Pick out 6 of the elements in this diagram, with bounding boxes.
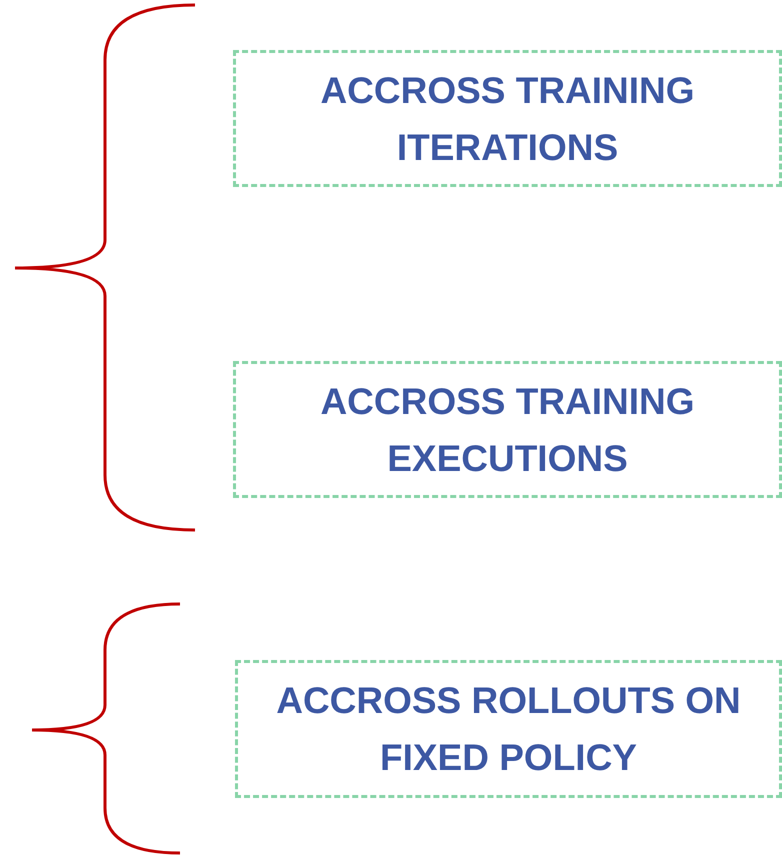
dashed-box	[233, 361, 782, 498]
dashed-box	[233, 50, 782, 187]
box-label: ACCROSS ROLLOUTS ON FIXED POLICY	[275, 679, 742, 780]
box-label: ACCROSS TRAINING ITERATIONS	[319, 68, 696, 170]
dashed-box	[235, 660, 782, 798]
box-label: ACCROSS TRAINING EXECUTIONS	[319, 380, 696, 480]
